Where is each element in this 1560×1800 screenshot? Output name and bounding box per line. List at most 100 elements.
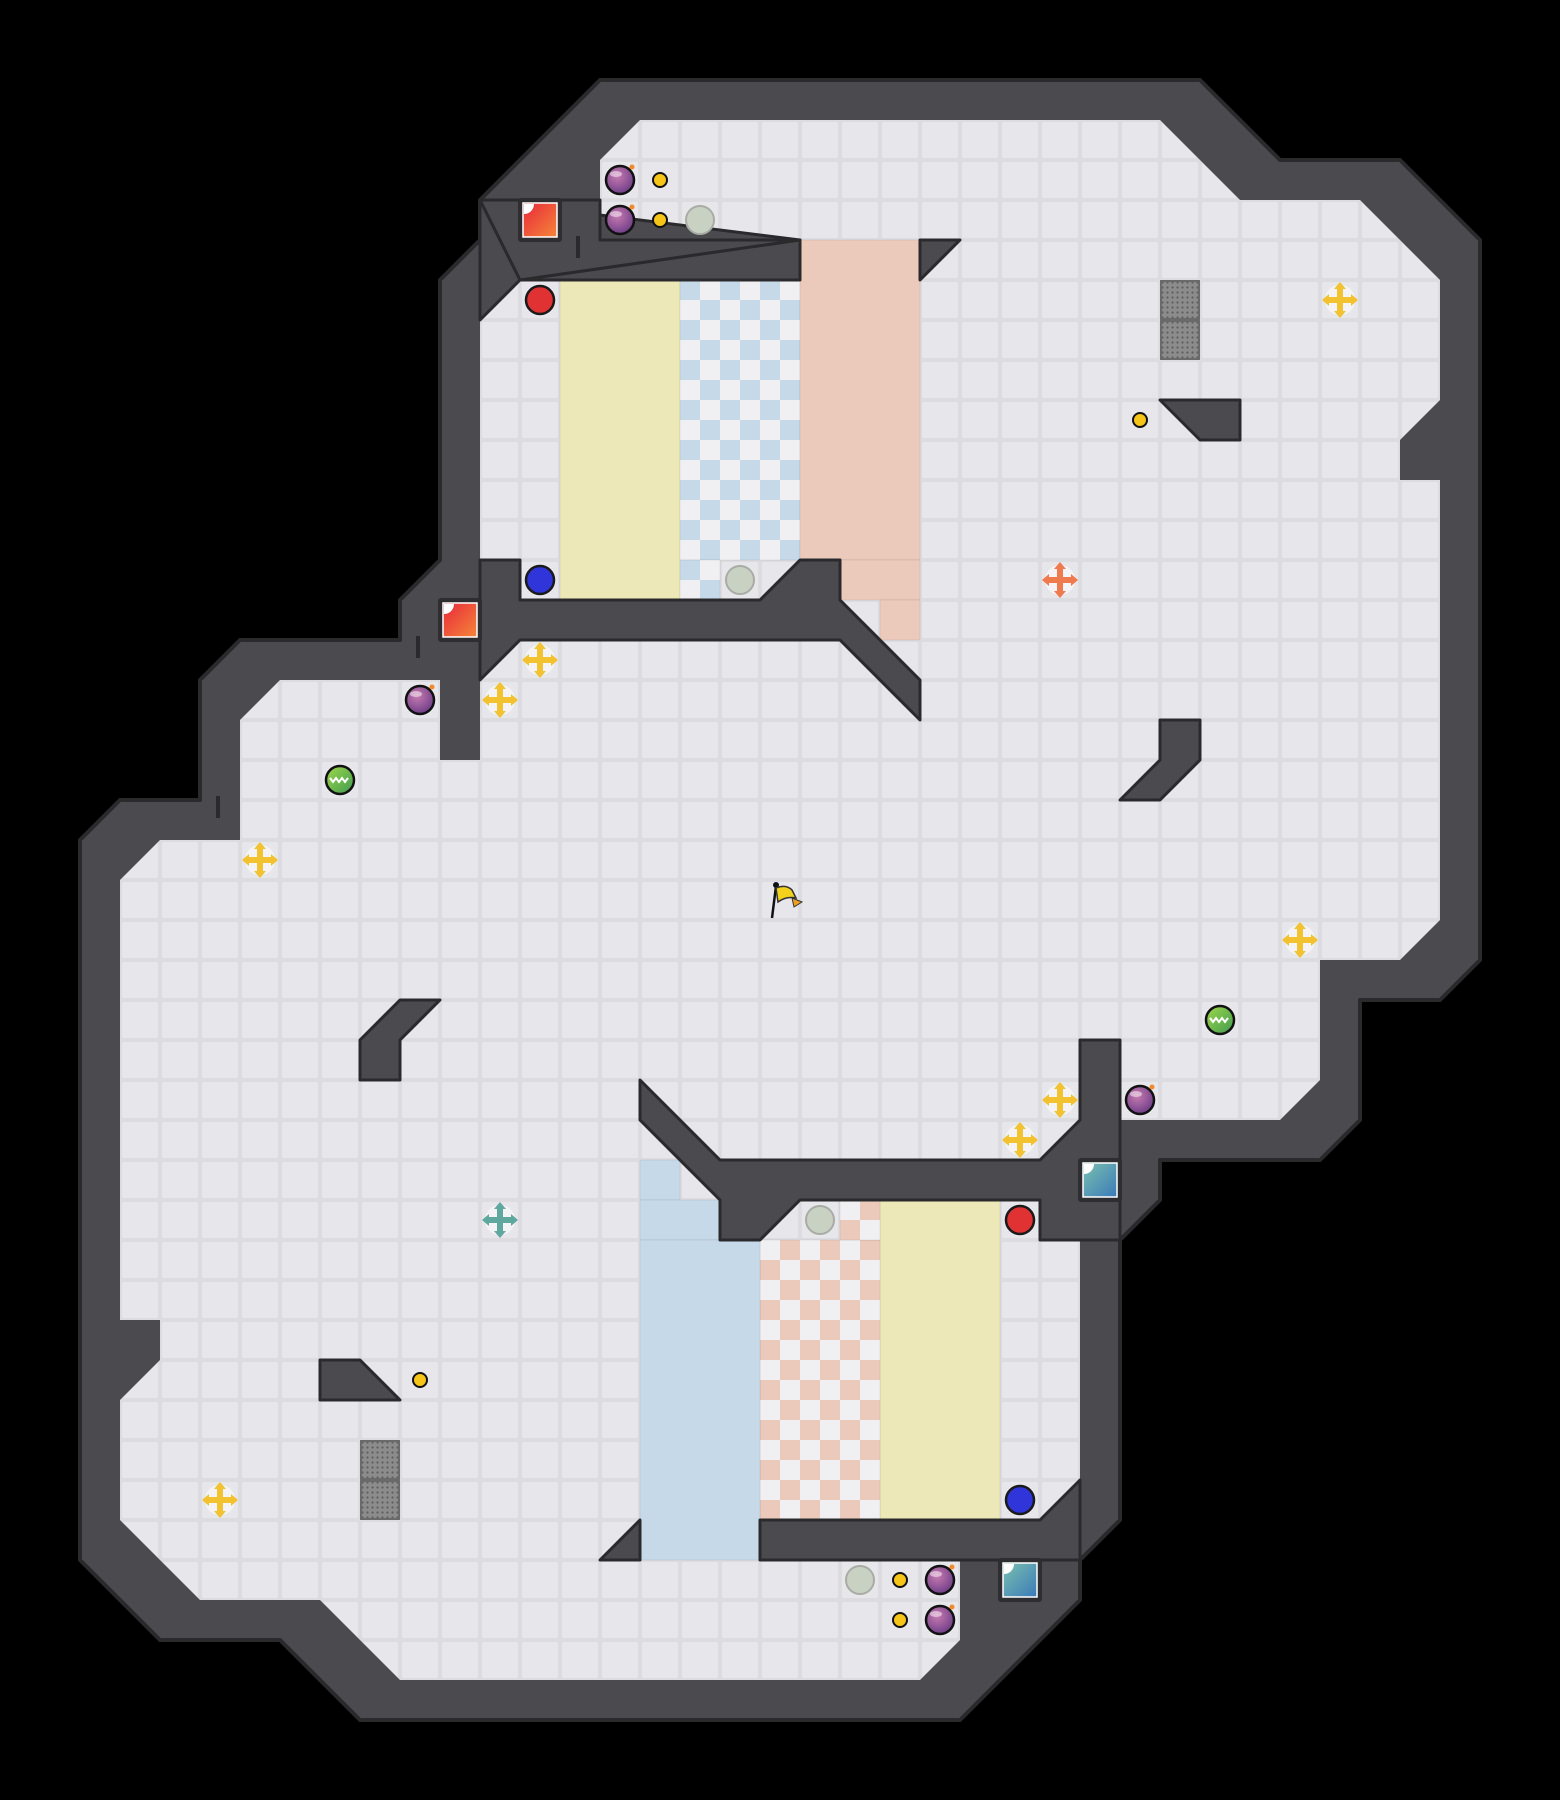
boost-arrow bbox=[511, 694, 518, 706]
gold-token bbox=[412, 1372, 428, 1388]
blue-zone-bottom bbox=[639, 1199, 721, 1241]
boost-arrow bbox=[1054, 562, 1066, 569]
bomb-body bbox=[924, 1564, 956, 1596]
boost-cross bbox=[1284, 924, 1316, 956]
bomb-body bbox=[604, 204, 636, 236]
gate-slit bbox=[416, 636, 420, 658]
blue-ball-icon bbox=[1004, 1484, 1036, 1516]
red-ball-icon bbox=[1004, 1204, 1036, 1236]
wall-segment bbox=[598, 1518, 642, 1562]
bomb-fuse bbox=[949, 1564, 955, 1570]
grate-icon bbox=[1160, 320, 1200, 360]
grate-icon bbox=[360, 1480, 400, 1520]
portal-shine bbox=[1084, 1164, 1094, 1174]
boost-arrow bbox=[494, 711, 506, 718]
rolling-bomb-icon bbox=[324, 764, 356, 796]
boost-arrow bbox=[202, 1494, 209, 1506]
boost-icon bbox=[1002, 1122, 1038, 1158]
red-boost-icon bbox=[1042, 562, 1078, 598]
boost-arrow bbox=[1042, 1094, 1049, 1106]
gate-slit bbox=[216, 796, 220, 818]
boost-cross bbox=[1004, 1124, 1036, 1156]
boost-arrow bbox=[1334, 282, 1346, 289]
wall-segment bbox=[1158, 398, 1242, 442]
grate-tile bbox=[1160, 320, 1200, 360]
boost-arrow bbox=[1311, 934, 1318, 946]
boost-arrow bbox=[1014, 1151, 1026, 1158]
boost-arrow bbox=[494, 682, 506, 689]
inactive-orb bbox=[805, 1205, 835, 1235]
rolling-bomb-zigzag bbox=[329, 776, 349, 784]
boost-icon bbox=[482, 682, 518, 718]
wall-segment bbox=[918, 238, 962, 282]
boost-arrow bbox=[494, 1231, 506, 1238]
boost-icon bbox=[1282, 922, 1318, 958]
boost-arrow bbox=[1334, 311, 1346, 318]
boost-arrow bbox=[534, 642, 546, 649]
boost-arrow bbox=[522, 654, 529, 666]
rolling-bomb-zigzag bbox=[1209, 1016, 1229, 1024]
boost-arrow bbox=[254, 871, 266, 878]
blue-ball bbox=[1004, 1484, 1036, 1516]
boost-arrow bbox=[242, 854, 249, 866]
salmon-checker-zone-bottom bbox=[839, 1199, 881, 1241]
boost-icon bbox=[1042, 1082, 1078, 1118]
gate-slit bbox=[576, 236, 580, 258]
boost-arrow bbox=[214, 1511, 226, 1518]
bomb-shine bbox=[610, 211, 622, 217]
boost-arrow bbox=[254, 842, 266, 849]
team-zones bbox=[559, 239, 1001, 1561]
portal-shine bbox=[1004, 1564, 1014, 1574]
bomb-icon bbox=[1124, 1084, 1156, 1116]
bomb-fuse bbox=[949, 1604, 955, 1610]
salmon-checker-zone-bottom bbox=[759, 1239, 881, 1521]
bomb-icon bbox=[404, 684, 436, 716]
red-ball-icon bbox=[524, 284, 556, 316]
bomb-icon bbox=[924, 1604, 956, 1636]
inactive-orb bbox=[685, 205, 715, 235]
gold-token-icon bbox=[652, 172, 668, 188]
boost-arrow bbox=[1071, 574, 1078, 586]
portal-shine bbox=[524, 204, 534, 214]
blue-checker-zone-top bbox=[679, 559, 721, 601]
salmon-zone-top bbox=[799, 239, 921, 561]
boost-arrow bbox=[1054, 1082, 1066, 1089]
wall-segment bbox=[478, 558, 922, 722]
bomb-fuse bbox=[629, 164, 635, 170]
flag-pole bbox=[770, 885, 778, 919]
teal-portal-icon bbox=[998, 1558, 1042, 1602]
boost-arrow bbox=[271, 854, 278, 866]
boost-cross bbox=[1044, 1084, 1076, 1116]
gold-token bbox=[652, 212, 668, 228]
boost-arrow bbox=[231, 1494, 238, 1506]
gold-token-icon bbox=[412, 1372, 428, 1388]
blue-ball bbox=[524, 564, 556, 596]
yellow-zone-top bbox=[559, 279, 681, 601]
flag-pole-top bbox=[773, 882, 779, 888]
boost-arrow bbox=[1054, 1111, 1066, 1118]
grate-icon bbox=[360, 1440, 400, 1480]
grate-tile bbox=[360, 1480, 400, 1520]
bomb-shine bbox=[610, 171, 622, 177]
yellow-flag-icon bbox=[770, 882, 804, 919]
salmon-zone-top bbox=[879, 599, 921, 641]
boost-arrow bbox=[482, 694, 489, 706]
boost-cross bbox=[1324, 284, 1356, 316]
bomb-body bbox=[924, 1604, 956, 1636]
boost-arrow bbox=[1054, 591, 1066, 598]
bomb-fuse bbox=[629, 204, 635, 210]
inactive-orb bbox=[725, 565, 755, 595]
bomb-icon bbox=[604, 204, 636, 236]
bomb-fuse bbox=[429, 684, 435, 690]
inactive-orb-icon bbox=[685, 205, 715, 235]
inactive-orb-icon bbox=[845, 1565, 875, 1595]
bomb-icon bbox=[924, 1564, 956, 1596]
gold-token bbox=[652, 172, 668, 188]
boost-arrow bbox=[494, 1202, 506, 1209]
gold-token-icon bbox=[652, 212, 668, 228]
gold-token bbox=[892, 1572, 908, 1588]
inactive-orb-icon bbox=[805, 1205, 835, 1235]
teal-portal-icon bbox=[1078, 1158, 1122, 1202]
bomb-shine bbox=[930, 1571, 942, 1577]
